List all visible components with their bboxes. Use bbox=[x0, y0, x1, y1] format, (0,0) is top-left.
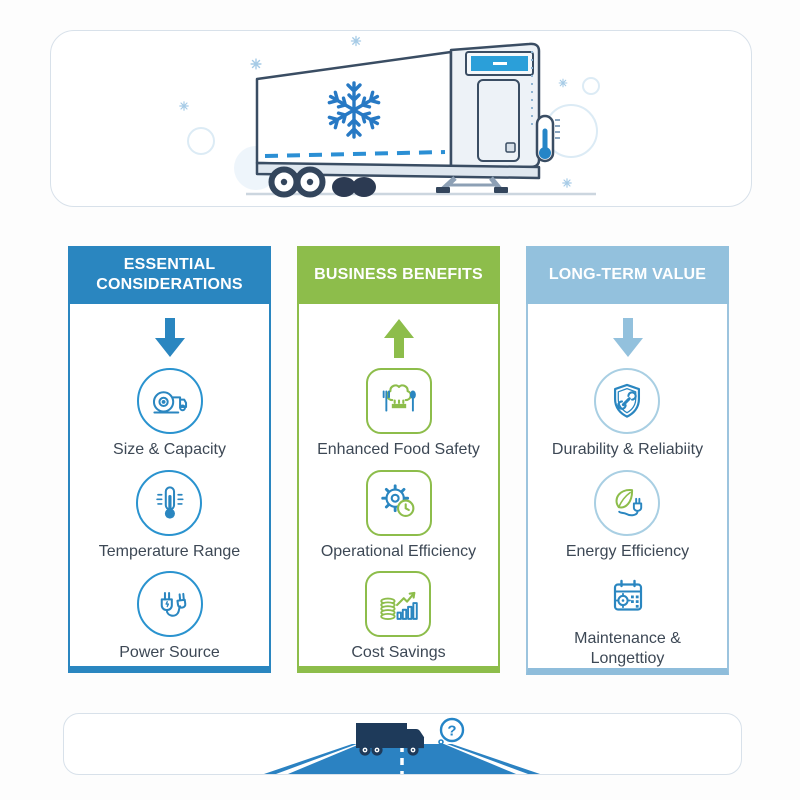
measuring-tape-truck-icon bbox=[136, 368, 203, 434]
decorative-circles bbox=[187, 77, 600, 158]
column-body: Enhanced Food Safety bbox=[297, 304, 500, 673]
coins-bar-chart-icon bbox=[365, 571, 432, 638]
item-label: Enhanced Food Safety bbox=[317, 441, 480, 458]
thermometer-gauge-icon bbox=[535, 114, 560, 163]
chef-hat-utensils-icon bbox=[365, 368, 432, 434]
item-label: Energy Efficiency bbox=[565, 542, 690, 560]
item-label: Durability & Reliabiity bbox=[551, 441, 704, 458]
landing-gear bbox=[436, 176, 508, 193]
road-illustration: ? bbox=[264, 717, 540, 774]
item-label: Cost Savings bbox=[351, 644, 446, 662]
road-icon bbox=[264, 744, 540, 774]
item-label: Power Source bbox=[119, 644, 220, 662]
calendar-gear-icon bbox=[595, 571, 661, 623]
column-body: Size & Capacity bbox=[68, 304, 271, 673]
item-label: Temperature Range bbox=[98, 542, 241, 560]
dashed-stripe bbox=[264, 150, 446, 158]
item-label: Operational Efficiency bbox=[320, 542, 477, 560]
list-item: Size & Capacity bbox=[113, 368, 226, 460]
list-item: Cost Savings bbox=[351, 571, 446, 663]
truck-silhouette-icon bbox=[356, 723, 424, 756]
snowflake-icon bbox=[327, 81, 381, 139]
list-item: Enhanced Food Safety bbox=[317, 368, 480, 460]
columns-section: ESSENTIAL CONSIDERATIONS Size bbox=[68, 246, 729, 676]
gear-clock-icon bbox=[365, 469, 432, 536]
column-header: ESSENTIAL CONSIDERATIONS bbox=[68, 246, 271, 304]
up-arrow-icon bbox=[383, 319, 414, 358]
question-bubble-icon: ? bbox=[438, 717, 465, 745]
column-essential-considerations: ESSENTIAL CONSIDERATIONS Size bbox=[68, 246, 271, 673]
refrigerated-trailer-illustration bbox=[179, 35, 600, 198]
list-item: Durability & Reliabiity bbox=[552, 368, 703, 460]
sparkle-snowflake-icons bbox=[179, 35, 572, 188]
leaf-plug-icon bbox=[594, 469, 661, 536]
list-item: Power Source bbox=[119, 571, 220, 663]
list-item: Maintenance & Longettioy bbox=[553, 571, 703, 668]
column-title: LONG-TERM VALUE bbox=[548, 266, 707, 283]
list-item: Temperature Range bbox=[98, 469, 241, 562]
thermometer-icon bbox=[136, 469, 203, 536]
column-title: BUSINESS BENEFITS bbox=[314, 266, 483, 283]
trailer-door-icon bbox=[477, 79, 520, 162]
list-item: Operational Efficiency bbox=[320, 469, 477, 562]
down-arrow-icon bbox=[612, 318, 643, 357]
shield-wrench-icon bbox=[594, 368, 661, 434]
column-long-term-value: LONG-TERM VALUE bbox=[526, 246, 729, 676]
column-business-benefits: BUSINESS BENEFITS bbox=[297, 246, 500, 673]
column-title: ESSENTIAL CONSIDERATIONS bbox=[96, 256, 243, 293]
hero-illustration-card bbox=[50, 30, 752, 207]
column-header: LONG-TERM VALUE bbox=[526, 246, 729, 304]
trailer-wheels bbox=[268, 166, 326, 198]
column-header: BUSINESS BENEFITS bbox=[297, 246, 500, 304]
footer-road-card: ? bbox=[63, 713, 742, 775]
down-arrow-icon bbox=[154, 318, 185, 357]
list-item: Energy Efficiency bbox=[565, 469, 690, 562]
item-label: Maintenance & Longettioy bbox=[574, 630, 681, 667]
question-mark-text: ? bbox=[447, 723, 456, 740]
column-body: Durability & Reliabiity bbox=[526, 304, 729, 676]
item-label: Size & Capacity bbox=[113, 441, 226, 458]
power-plug-icon bbox=[136, 571, 203, 638]
